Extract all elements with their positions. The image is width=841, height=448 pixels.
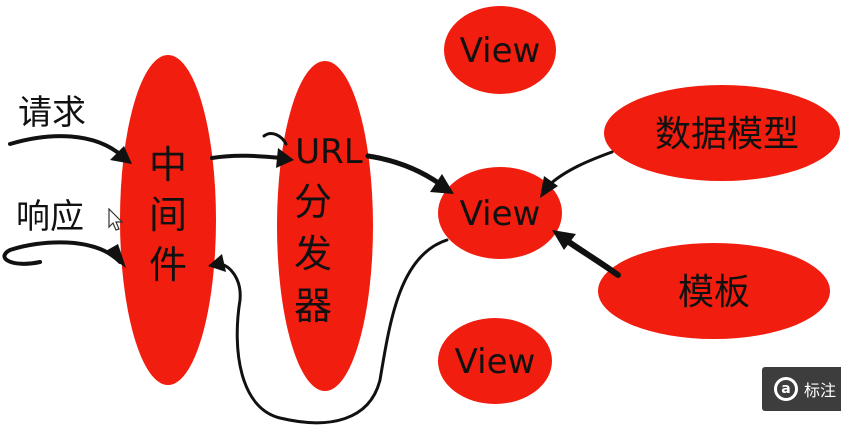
view-center-node: View <box>438 167 562 259</box>
middleware-label-1: 中 <box>149 143 187 187</box>
middleware-label-3: 件 <box>149 243 187 287</box>
template-label: 模板 <box>678 272 750 313</box>
url-dispatcher-label-1: URL <box>295 132 363 172</box>
request-arrow <box>8 134 132 164</box>
url-to-view-arrow <box>365 153 454 194</box>
middleware-node: 中 间 件 <box>120 55 216 385</box>
watermark-badge: a 标注 <box>762 367 841 411</box>
url-dispatcher-label-3: 发 <box>294 232 332 276</box>
middleware-to-url-arrow <box>210 148 294 168</box>
response-label: 响应 <box>16 197 84 237</box>
data-model-label: 数据模型 <box>655 114 799 155</box>
template-node: 模板 <box>598 243 830 339</box>
view-bottom-label: View <box>455 342 536 382</box>
mouse-cursor-icon <box>108 208 124 231</box>
url-dispatcher-label-4: 器 <box>294 284 332 328</box>
data-model-node: 数据模型 <box>604 85 840 181</box>
view-bottom-node: View <box>438 318 552 404</box>
view-return-arrow <box>208 238 449 425</box>
middleware-label-2: 间 <box>149 193 187 237</box>
url-loop-stroke <box>262 132 288 146</box>
response-arrow <box>2 240 126 268</box>
watermark-icon: a <box>774 377 798 401</box>
view-center-label: View <box>460 194 541 234</box>
view-top-node: View <box>444 6 556 94</box>
request-label: 请求 <box>18 93 86 133</box>
view-top-label: View <box>460 31 541 71</box>
url-dispatcher-node: URL 分 发 器 <box>277 61 373 391</box>
url-dispatcher-label-2: 分 <box>294 180 332 224</box>
watermark-text: 标注 <box>804 381 837 400</box>
data-model-to-view-arrow <box>540 150 614 198</box>
template-to-view-arrow <box>552 230 621 278</box>
